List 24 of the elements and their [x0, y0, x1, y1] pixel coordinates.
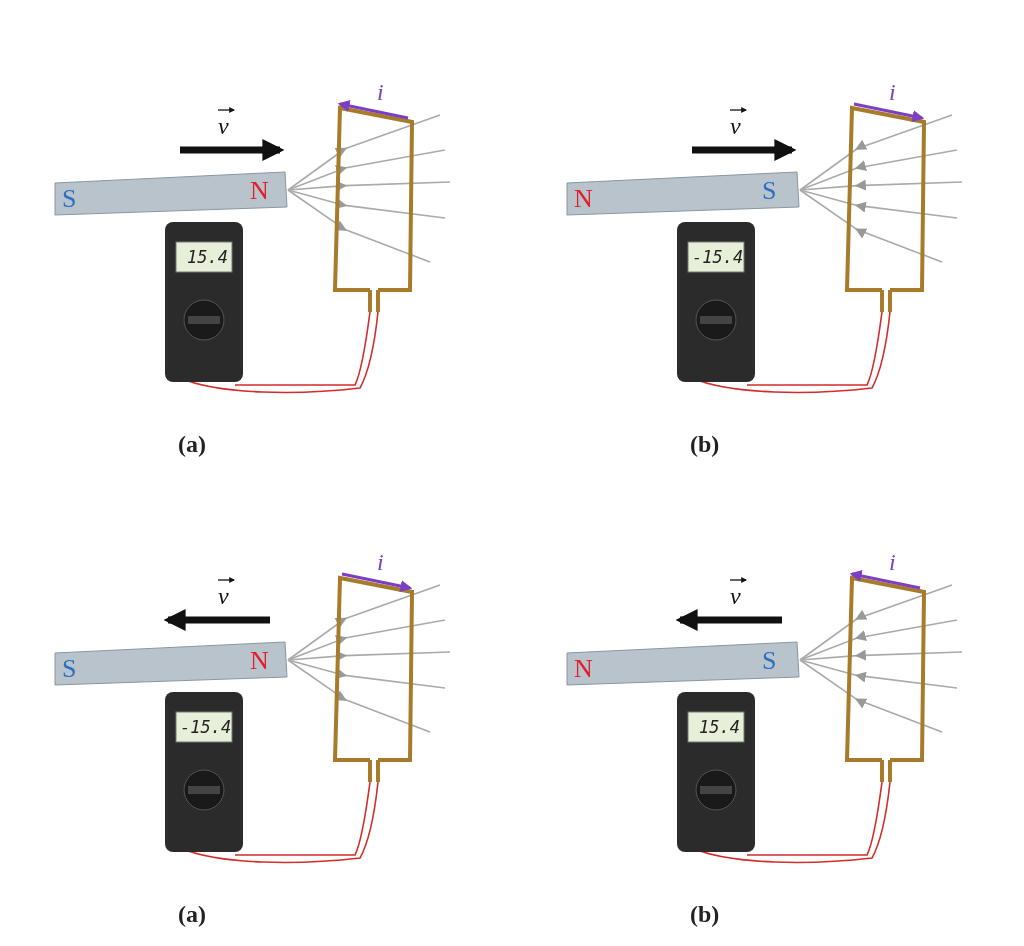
pole-label: N: [250, 648, 269, 674]
pole-label: S: [62, 186, 77, 212]
current-label: i: [889, 550, 896, 574]
pole-label: S: [762, 178, 777, 204]
velocity-label: v: [730, 114, 741, 138]
panel-caption: (b): [690, 902, 720, 926]
panel-caption: (a): [178, 902, 206, 926]
pole-label: N: [574, 186, 593, 212]
pole-label: N: [574, 656, 593, 682]
meter-reading: 15.4: [698, 719, 740, 736]
pole-label: S: [62, 656, 77, 682]
velocity-label: v: [218, 584, 229, 608]
panel-caption: (a): [178, 432, 206, 456]
meter-reading: -15.4: [180, 719, 228, 736]
current-label: i: [889, 80, 896, 104]
pole-label: N: [250, 178, 269, 204]
current-label: i: [377, 550, 384, 574]
panel-caption: (b): [690, 432, 720, 456]
meter-reading: 15.4: [186, 249, 228, 266]
meter-reading: -15.4: [692, 249, 740, 266]
pole-label: S: [762, 648, 777, 674]
velocity-label: v: [218, 114, 229, 138]
velocity-label: v: [730, 584, 741, 608]
current-label: i: [377, 80, 384, 104]
